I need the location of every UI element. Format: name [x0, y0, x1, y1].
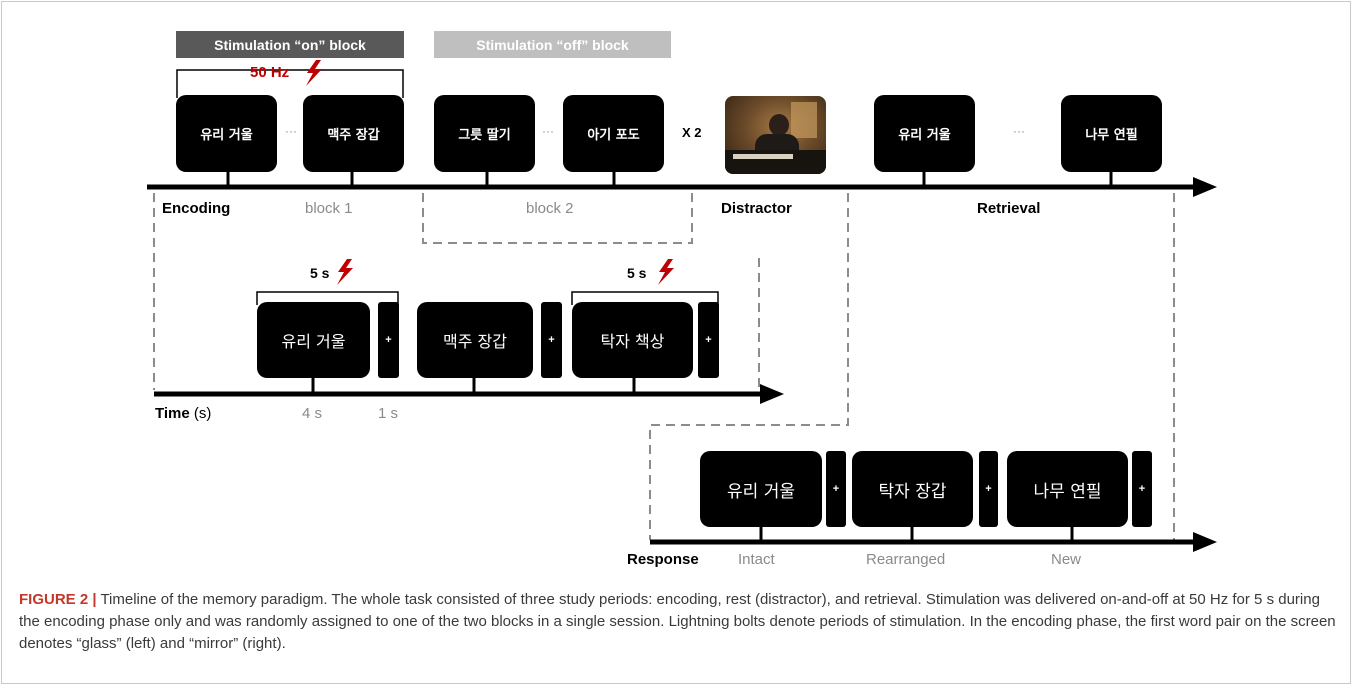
fixation-cross: + — [1132, 451, 1152, 527]
word-box-trial-1: 유리 거울 — [257, 302, 370, 378]
word-box-top-6: 나무 연필 — [1061, 95, 1162, 172]
lightning-bolt-icon — [658, 259, 674, 285]
duration-label: 5 s — [627, 265, 647, 281]
repeat-label: X 2 — [682, 125, 702, 140]
caption-text: Timeline of the memory paradigm. The who… — [19, 591, 1336, 652]
word-box-trial-2: 맥주 장갑 — [417, 302, 533, 378]
word-duration-label: 4 s — [302, 405, 323, 422]
lightning-bolt-icon — [337, 259, 353, 285]
word-box-trial-3: 탁자 책상 — [572, 302, 693, 378]
ellipsis: ··· — [285, 124, 297, 138]
lightning-bolt-icon — [306, 60, 322, 86]
word-box-top-5: 유리 거울 — [874, 95, 975, 172]
stems — [226, 172, 1113, 542]
fixation-duration-label: 1 s — [378, 405, 399, 422]
fixation-cross: + — [541, 302, 562, 378]
stimulation-on-header: Stimulation “on” block — [176, 31, 404, 58]
time-unit: (s) — [193, 405, 212, 422]
word-box-response-3: 나무 연필 — [1007, 451, 1128, 527]
timeline-response — [650, 532, 1217, 552]
word-box-top-2: 맥주 장갑 — [303, 95, 404, 172]
block2-label: block 2 — [526, 200, 574, 217]
word-box-top-1: 유리 거울 — [176, 95, 277, 172]
rearranged-label: Rearranged — [866, 551, 946, 568]
ellipsis: ··· — [1013, 124, 1025, 138]
fixation-cross: + — [979, 451, 998, 527]
ellipsis: ··· — [542, 124, 554, 138]
dashed-connectors — [153, 193, 1175, 540]
response-label: Response — [627, 551, 699, 568]
frequency-label: 50 Hz — [250, 64, 290, 81]
fixation-cross: + — [378, 302, 399, 378]
time-word: Time — [155, 405, 190, 422]
duration-label: 5 s — [310, 265, 330, 281]
brackets — [176, 69, 719, 305]
caption-label: FIGURE 2 | — [19, 591, 97, 608]
new-label: New — [1051, 551, 1082, 568]
fixation-cross: + — [826, 451, 846, 527]
intact-label: Intact — [738, 551, 775, 568]
fixation-cross: + — [698, 302, 719, 378]
time-label: Time (s) — [155, 405, 211, 422]
stimulation-off-header: Stimulation “off” block — [434, 31, 671, 58]
timeline-diagram — [147, 60, 1217, 552]
distractor-photo — [725, 96, 826, 174]
figure-caption: FIGURE 2 | Timeline of the memory paradi… — [19, 589, 1339, 655]
word-box-top-3: 그릇 딸기 — [434, 95, 535, 172]
block1-label: block 1 — [305, 200, 353, 217]
distractor-label: Distractor — [721, 200, 792, 217]
timeline-trial — [154, 384, 784, 404]
encoding-label: Encoding — [162, 200, 231, 217]
word-box-response-2: 탁자 장갑 — [852, 451, 973, 527]
word-box-top-4: 아기 포도 — [563, 95, 664, 172]
timeline-encoding-retrieval — [147, 177, 1217, 197]
word-box-response-1: 유리 거울 — [700, 451, 822, 527]
retrieval-label: Retrieval — [977, 200, 1041, 217]
